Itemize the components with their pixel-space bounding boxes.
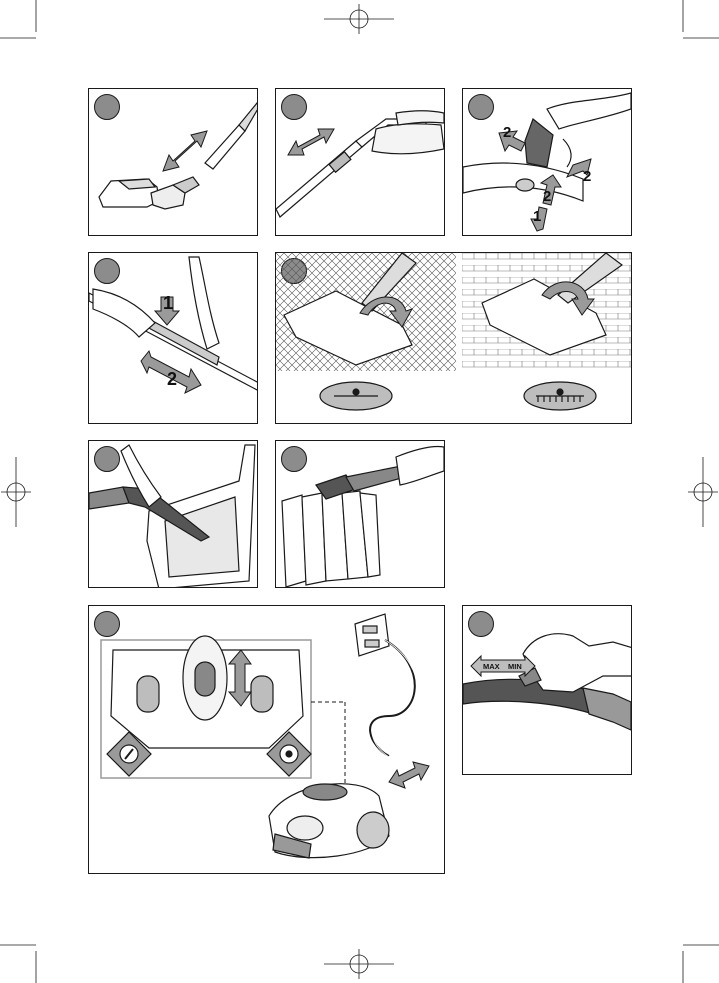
nozzle-tube-illustration [89, 89, 258, 236]
double-arrow-icon [163, 131, 207, 171]
step-label-2: 2 [583, 168, 591, 185]
step-label-2: 2 [543, 188, 551, 205]
figure-panel-floor-nozzle-modes [275, 252, 632, 424]
double-arrow-icon [471, 656, 535, 676]
figure-panel-suction-regulator: MAX MIN [462, 605, 632, 775]
step-label-1: 1 [163, 293, 173, 313]
wall-socket [355, 614, 389, 656]
figure-panel-controls-cord [88, 605, 445, 874]
double-arrow-icon [389, 762, 429, 788]
step-label-1: 1 [533, 208, 541, 225]
tube-release-illustration: 1 2 [89, 253, 258, 424]
figure-panel-crevice-tool [88, 440, 258, 588]
figure-panel-attach-nozzle [88, 88, 258, 236]
figure-panel-brush-tool [275, 440, 445, 588]
step-label-2: 2 [503, 124, 511, 141]
vacuum-cleaner-body [269, 784, 389, 858]
brush-tool-illustration [276, 441, 445, 588]
hose-connection-illustration: 2 2 2 1 [463, 89, 632, 236]
figure-panel-tube-release: 1 2 [88, 252, 258, 424]
floor-nozzle-modes-illustration [276, 253, 632, 424]
suction-regulator-illustration: MAX MIN [463, 606, 632, 775]
max-label: MAX [483, 662, 500, 671]
min-label: MIN [508, 662, 522, 671]
controls-cord-illustration [89, 606, 445, 874]
double-arrow-icon [288, 129, 334, 155]
step-label-2: 2 [167, 369, 177, 389]
carpet-setting-pedal [320, 382, 392, 410]
telescopic-tube-illustration [276, 89, 445, 236]
figure-panel-telescopic-tube [275, 88, 445, 236]
crevice-tool-illustration [89, 441, 258, 588]
hard-floor-setting-pedal [524, 382, 596, 410]
figure-panel-hose-connection: 2 2 2 1 [462, 88, 632, 236]
